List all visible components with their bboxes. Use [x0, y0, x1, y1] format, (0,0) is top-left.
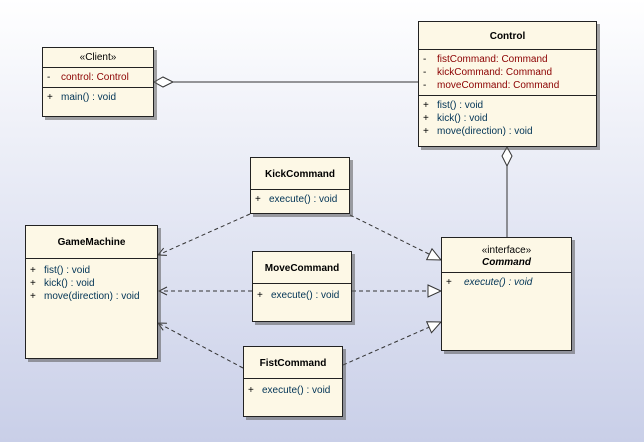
- operation-row: + execute() : void: [446, 276, 567, 289]
- operation-row: + main() : void: [47, 91, 149, 104]
- interface-command[interactable]: «interface» Command + execute() : void: [441, 237, 572, 351]
- attribute-row: - kickCommand: Command: [423, 66, 592, 79]
- visibility-marker: -: [423, 54, 427, 65]
- class-client[interactable]: «Client» - control: Control + main() : v…: [42, 47, 154, 117]
- operation-row: + fist() : void: [423, 99, 592, 112]
- class-title: MoveCommand: [253, 252, 351, 283]
- stereotype-label: «Client»: [79, 52, 117, 63]
- class-kick-command[interactable]: KickCommand + execute() : void: [250, 157, 350, 214]
- class-title: GameMachine: [26, 226, 157, 258]
- class-move-command[interactable]: MoveCommand + execute() : void: [252, 251, 352, 322]
- visibility-marker: +: [255, 194, 261, 205]
- visibility-marker: -: [47, 72, 51, 83]
- class-name: FistCommand: [259, 358, 327, 369]
- attribute-text: fistCommand: Command: [437, 54, 548, 65]
- attributes-section: - control: Control: [43, 67, 153, 87]
- visibility-marker: +: [30, 291, 36, 302]
- attributes-section: - fistCommand: Command - kickCommand: Co…: [419, 49, 596, 95]
- operations-section: + execute() : void: [442, 272, 571, 292]
- operation-row: + kick() : void: [423, 112, 592, 125]
- visibility-marker: +: [30, 278, 36, 289]
- class-name: Command: [482, 257, 531, 268]
- class-title: FistCommand: [244, 347, 342, 378]
- aggregation-client-control: [152, 76, 418, 88]
- operations-section: + execute() : void: [251, 189, 349, 209]
- operation-text: execute() : void: [464, 277, 533, 288]
- visibility-marker: -: [423, 80, 427, 91]
- class-fist-command[interactable]: FistCommand + execute() : void: [243, 346, 343, 417]
- operation-row: + fist() : void: [30, 264, 153, 277]
- operations-section: + execute() : void: [244, 378, 342, 400]
- operations-section: + fist() : void + kick() : void + move(d…: [26, 258, 157, 306]
- dependency-kick-gamemachine: [158, 213, 251, 255]
- dependency-fist-gamemachine: [158, 323, 244, 369]
- visibility-marker: +: [423, 113, 429, 124]
- operation-row: + execute() : void: [257, 289, 347, 302]
- class-control[interactable]: Control - fistCommand: Command - kickCom…: [418, 21, 597, 147]
- class-name: Control: [489, 31, 526, 42]
- visibility-marker: +: [257, 290, 263, 301]
- class-game-machine[interactable]: GameMachine + fist() : void + kick() : v…: [25, 225, 158, 359]
- attribute-row: - fistCommand: Command: [423, 53, 592, 66]
- attribute-text: control: Control: [61, 72, 129, 83]
- operation-text: execute() : void: [269, 194, 338, 205]
- operation-text: kick() : void: [44, 278, 95, 289]
- class-title: KickCommand: [251, 158, 349, 189]
- visibility-marker: -: [423, 67, 427, 78]
- operation-text: fist() : void: [437, 100, 484, 111]
- realization-kick-command: [349, 214, 443, 261]
- attribute-row: - moveCommand: Command: [423, 79, 592, 92]
- visibility-marker: +: [30, 265, 36, 276]
- attribute-row: - control: Control: [47, 71, 149, 84]
- aggregation-diamond-icon: [501, 145, 513, 168]
- class-title: «interface» Command: [442, 238, 571, 272]
- attribute-text: kickCommand: Command: [437, 67, 553, 78]
- operation-text: move(direction) : void: [44, 291, 140, 302]
- operation-text: kick() : void: [437, 113, 488, 124]
- class-name: KickCommand: [264, 169, 335, 180]
- operation-row: + execute() : void: [248, 384, 338, 397]
- operations-section: + execute() : void: [253, 283, 351, 305]
- operation-text: move(direction) : void: [437, 126, 533, 137]
- stereotype-label: «interface»: [481, 245, 532, 256]
- visibility-marker: +: [47, 92, 53, 103]
- operation-row: + kick() : void: [30, 277, 153, 290]
- aggregation-diamond-icon: [152, 76, 175, 88]
- operation-row: + move(direction) : void: [30, 290, 153, 303]
- visibility-marker: +: [446, 277, 452, 288]
- class-title: Control: [419, 22, 596, 49]
- visibility-marker: +: [423, 100, 429, 111]
- operation-text: execute() : void: [262, 385, 331, 396]
- visibility-marker: +: [248, 385, 254, 396]
- class-name: MoveCommand: [264, 263, 340, 274]
- attribute-text: moveCommand: Command: [437, 80, 560, 91]
- operations-section: + fist() : void + kick() : void + move(d…: [419, 95, 596, 141]
- operation-text: main() : void: [61, 92, 117, 103]
- operation-text: fist() : void: [44, 265, 91, 276]
- operations-section: + main() : void: [43, 87, 153, 107]
- aggregation-control-command: [501, 145, 513, 237]
- operation-text: execute() : void: [271, 290, 340, 301]
- class-title: «Client»: [43, 48, 153, 67]
- realization-fist-command: [342, 321, 443, 366]
- class-name: GameMachine: [57, 237, 126, 248]
- operation-row: + move(direction) : void: [423, 125, 592, 138]
- operation-row: + execute() : void: [255, 193, 345, 206]
- visibility-marker: +: [423, 126, 429, 137]
